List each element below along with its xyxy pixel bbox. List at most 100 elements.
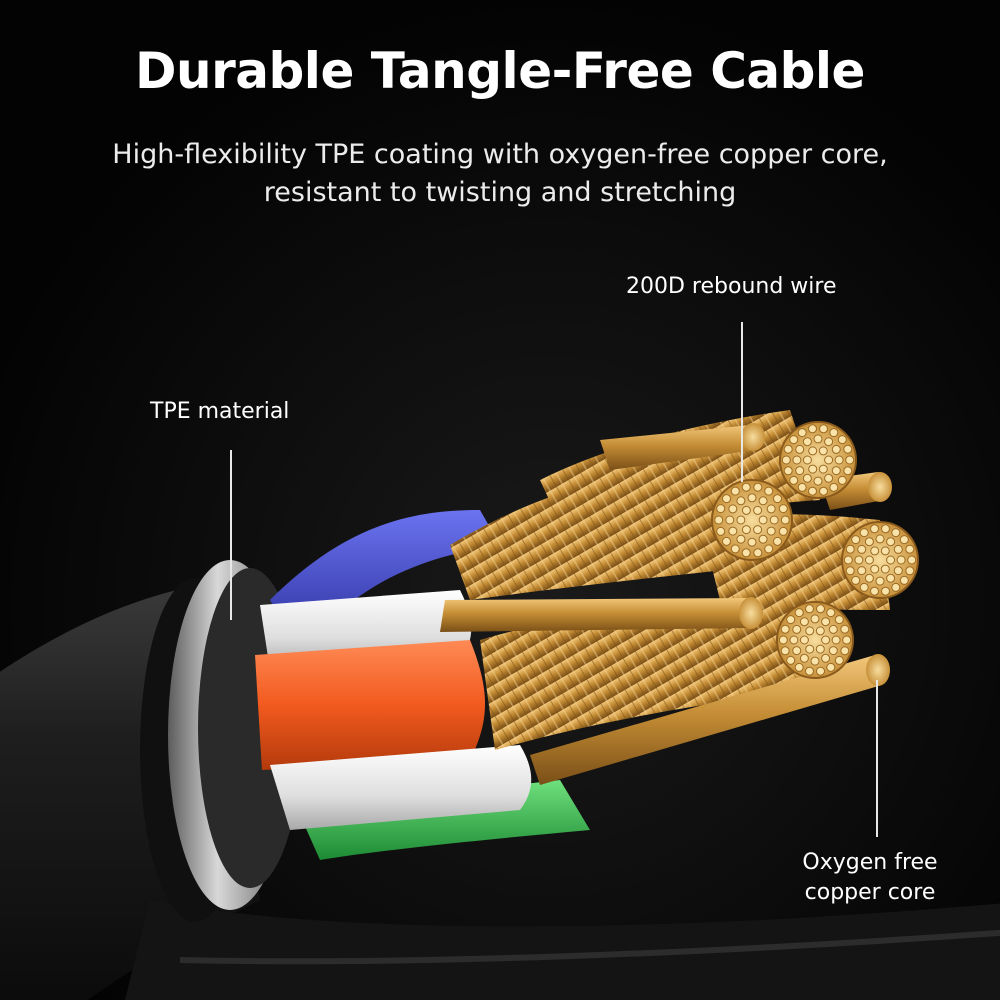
copper-strand-dot [886,537,896,547]
copper-strand-dot [741,505,751,515]
callout-tpe-material: TPE material [150,399,290,424]
copper-strand-dot [824,473,834,483]
copper-strand-dot [795,444,805,454]
copper-bundle-end [776,601,854,679]
copper-strand-dot [864,573,874,583]
copper-strand-dot [840,646,850,656]
copper-strand-dot [886,555,896,565]
copper-strand-dot [808,424,817,434]
copper-strand-dot [826,608,836,618]
copper-strand-dot [886,573,896,583]
copper-strand-dot [834,615,844,625]
copper-strand-dot [840,624,850,634]
copper-strand-dot [828,624,838,634]
copper-strand-dot [810,656,820,666]
copper-strand-dot [805,644,815,654]
copper-strand-dot [829,482,839,492]
copper-core-ends [711,421,919,679]
page-title: Durable Tangle-Free Cable [135,42,865,100]
copper-strand-dot [842,635,852,645]
copper-strand-dot [786,655,796,665]
copper-strand-dot [797,482,807,492]
copper-strand-dot [845,566,855,576]
copper-strand-dot [778,504,788,514]
copper-strand-dot [714,515,724,525]
copper-strand-dot [854,555,864,565]
copper-strand-dot [802,437,812,447]
copper-strand-dot [799,635,809,645]
copper-strand-dot [741,482,751,492]
copper-strand-dot [859,582,869,592]
copper-strand-dot [778,635,788,645]
copper-strand-dot [857,566,867,576]
callout-copper-core: Oxygen free copper core [790,848,950,908]
copper-strand-dot [758,496,768,506]
copper-strand-dot [753,482,763,492]
copper-strand-dot [870,564,880,574]
copper-strand-dot [818,446,828,456]
copper-strand-dot [880,546,890,556]
copper-strand-dot [797,428,807,438]
copper-strand-dot [802,473,812,483]
copper-strand-dot [789,435,799,445]
callout-rebound-wire: 200D rebound wire [626,274,837,299]
copper-strand-dot [725,515,735,525]
copper-strand-dot [845,544,855,554]
rebound-wires [440,423,892,785]
copper-strand-dot [783,444,793,454]
copper-strand-dot [789,635,799,645]
copper-strand-dot [831,444,841,454]
copper-strand-dot [805,666,814,676]
copper-strand-dot [813,476,823,486]
copper-strand-dot [741,548,751,558]
copper-strand-dot [758,534,768,544]
copper-strand-dot [824,455,834,465]
copper-strand-dot [808,486,817,496]
copper-strand-dot [834,455,844,465]
copper-strand-dot [741,525,751,535]
copper-strand-dot [786,615,796,625]
copper-strand-dot [730,544,740,554]
copper-strand-dot [821,653,831,663]
copper-strand-dot [795,466,805,476]
copper-strand-dot [736,515,746,525]
copper-strand-dot [747,537,757,547]
copper-strand-dot [758,515,768,525]
copper-strand-dot [875,576,885,586]
copper-strand-dot [805,626,815,636]
copper-strand-dot [764,486,774,496]
copper-strand-dot [837,435,847,445]
copper-strand-dot [870,546,880,556]
copper-strand-dot [783,466,793,476]
copper-strand-dot [794,608,804,618]
subtitle-line-1: High-flexibility TPE coating with oxygen… [112,139,888,170]
copper-strand-dot [893,566,903,576]
callout-copper-core-line-2: copper core [804,880,936,905]
copper-strand-dot [753,548,763,558]
copper-strand-dot [864,555,874,565]
copper-strand-dot [736,496,746,506]
copper-strand-dot [899,535,909,545]
copper-strand-dot [843,444,853,454]
copper-strand-dot [728,504,738,514]
copper-strand-dot [837,475,847,485]
copper-strand-dot [870,524,879,534]
subtitle-line-2: resistant to twisting and stretching [263,177,737,208]
copper-strand-dot [829,428,839,438]
copper-strand-dot [792,455,802,465]
copper-strand-dot [881,524,890,534]
copper-strand-dot [891,582,901,592]
copper-strand-dot [728,526,738,536]
copper-strand-dot [780,515,790,525]
copper-strand-dot [843,466,853,476]
copper-strand-dot [826,662,836,672]
copper-strand-dot [819,424,828,434]
copper-strand-dot [843,555,853,565]
copper-strand-dot [834,655,844,665]
copper-strand-dot [747,493,757,503]
copper-strand-dot [870,586,879,596]
copper-strand-dot [799,617,809,627]
copper-strand-dot [815,644,825,654]
copper-strand-dot [831,635,841,645]
